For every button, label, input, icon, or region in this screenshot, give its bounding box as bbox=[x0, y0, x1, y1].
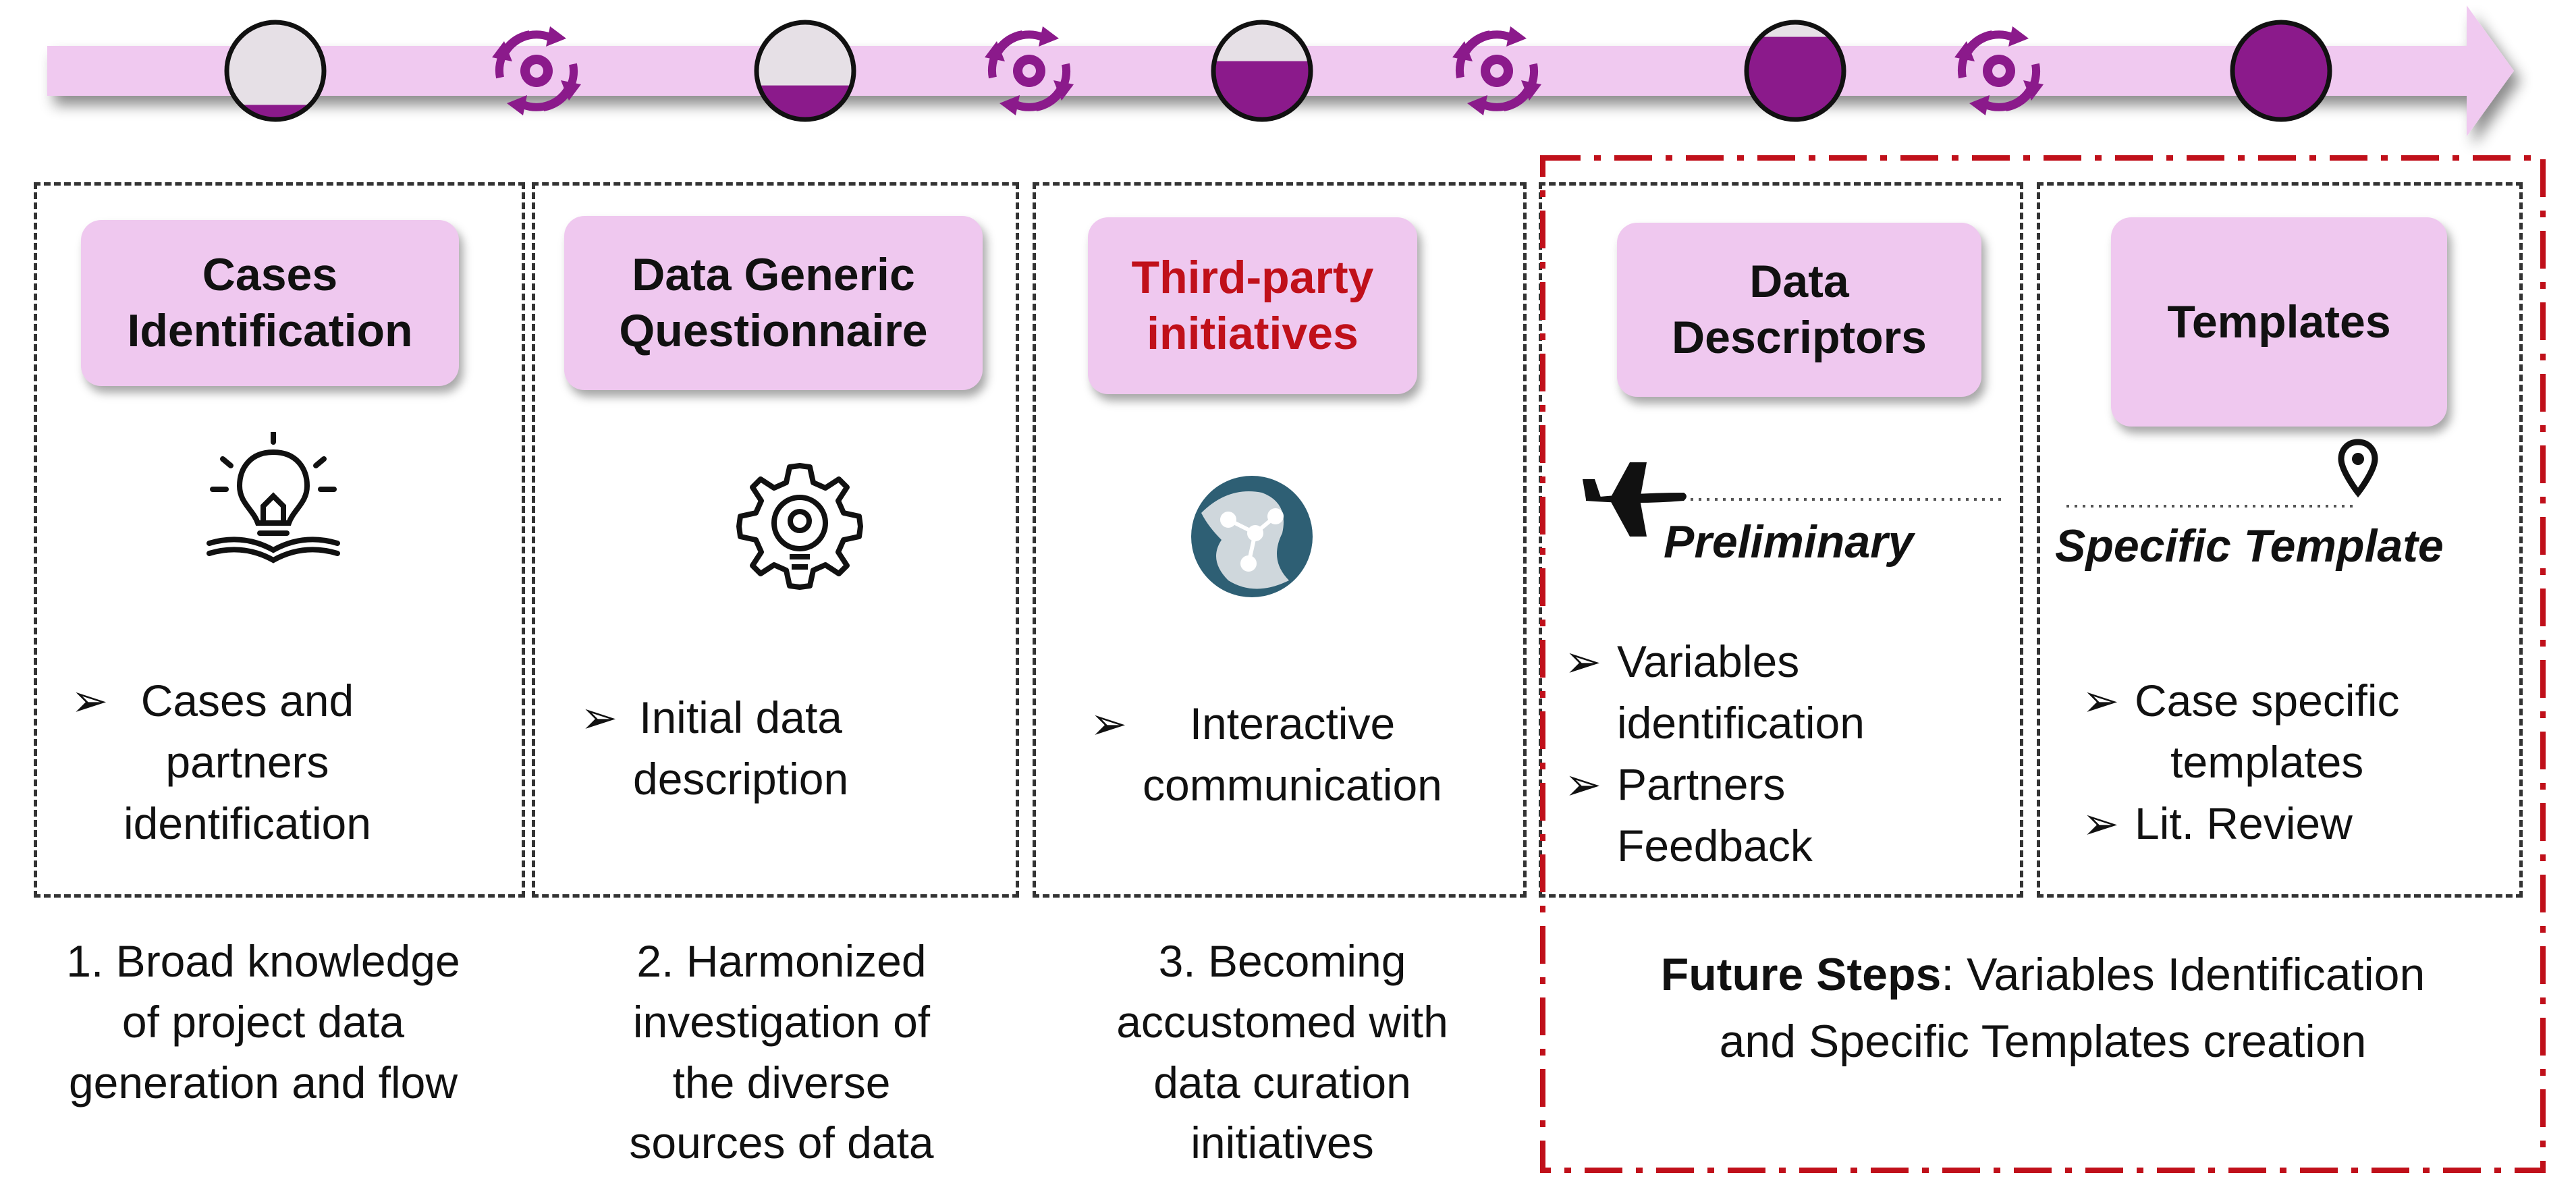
bullet-arrow-icon: ➢ bbox=[1564, 759, 1602, 810]
gear-lightbulb-icon bbox=[736, 463, 863, 590]
phase-3-bullets: ➢ Interactive communication bbox=[1090, 693, 1442, 816]
cycle-gear-icon bbox=[985, 26, 1074, 115]
bullet-arrow-icon: ➢ bbox=[1090, 699, 1128, 748]
phase-2-bullets: ➢ Initial data description bbox=[580, 687, 848, 810]
phase-box-2 bbox=[532, 182, 1019, 898]
lightbulb-book-icon bbox=[207, 432, 340, 564]
phase-box-5 bbox=[2037, 182, 2523, 898]
bullet-text: Cases and partners identification bbox=[124, 676, 371, 849]
dotted-path-1 bbox=[1691, 498, 2001, 501]
phase-title-data-generic-questionnaire: Data Generic Questionnaire bbox=[564, 216, 983, 390]
timeline-arrow bbox=[47, 5, 2514, 136]
dotted-path-2 bbox=[2066, 505, 2357, 508]
sublabel-preliminary: Preliminary bbox=[1664, 516, 1914, 568]
bullet-arrow-icon: ➢ bbox=[2082, 676, 2120, 726]
bullet-text: Lit. Review bbox=[2135, 798, 2353, 849]
bullet-item: ➢ Case specific templates bbox=[2082, 670, 2400, 793]
phase-box-4 bbox=[1539, 182, 2023, 898]
progress-fill bbox=[2232, 22, 2330, 119]
bullet-arrow-icon: ➢ bbox=[71, 676, 109, 726]
globe-network-icon bbox=[1191, 476, 1313, 597]
future-steps-line-2: and Specific Templates creation bbox=[1719, 1015, 2367, 1067]
cycle-gear-icon bbox=[492, 26, 581, 115]
progress-fill bbox=[1213, 61, 1311, 119]
bullet-item: ➢ Variables identification bbox=[1564, 631, 1865, 754]
progress-circle bbox=[224, 20, 327, 122]
bullet-item: ➢ Cases and partners identification bbox=[71, 670, 371, 854]
phase-title-third-party-initiatives: Third-party initiatives bbox=[1088, 217, 1417, 394]
bullet-item: ➢ Partners Feedback bbox=[1564, 754, 1865, 877]
phase-4-bullets: ➢ Variables identification ➢ Partners Feed… bbox=[1564, 631, 1865, 877]
progress-circle bbox=[1744, 20, 1846, 122]
phase-title-data-descriptors: Data Descriptors bbox=[1617, 223, 1981, 397]
phase-box-3 bbox=[1033, 182, 1527, 898]
bullet-item: ➢ Lit. Review bbox=[2082, 793, 2400, 854]
phase-5-bullets: ➢ Case specific templates ➢ Lit. Review bbox=[2082, 670, 2400, 854]
bullet-arrow-icon: ➢ bbox=[580, 692, 618, 742]
future-steps-line-1: Future Steps: Variables Identification bbox=[1540, 941, 2546, 1008]
bullet-item: ➢ Initial data description bbox=[580, 687, 848, 810]
future-steps-description: : Variables Identification bbox=[1941, 949, 2426, 1000]
future-steps-label: Future Steps bbox=[1660, 949, 1942, 1000]
future-steps-text: Future Steps: Variables Identification a… bbox=[1540, 941, 2546, 1074]
phase-title-templates: Templates bbox=[2111, 217, 2447, 427]
progress-circle bbox=[754, 20, 856, 122]
phase-1-bullets: ➢ Cases and partners identification bbox=[71, 670, 371, 854]
progress-circle bbox=[2230, 20, 2332, 122]
cycle-gear-icon bbox=[1954, 26, 2044, 115]
airplane-icon bbox=[1583, 462, 1687, 537]
bullet-arrow-icon: ➢ bbox=[2082, 798, 2120, 849]
bullet-text: Case specific templates bbox=[2135, 676, 2400, 788]
phase-box-1 bbox=[34, 182, 525, 898]
bullet-text: Partners Feedback bbox=[1617, 759, 1813, 871]
bullet-text: Initial data description bbox=[633, 692, 849, 804]
map-pin-icon bbox=[2338, 439, 2378, 498]
bullet-item: ➢ Interactive communication bbox=[1090, 693, 1442, 816]
bullet-text: Interactive communication bbox=[1143, 699, 1442, 811]
bullet-arrow-icon: ➢ bbox=[1564, 636, 1602, 686]
progress-circle bbox=[1211, 20, 1313, 122]
caption-phase-3: 3. Becoming accustomed with data curatio… bbox=[1116, 936, 1448, 1168]
sublabel-specific-template: Specific Template bbox=[2055, 520, 2444, 572]
bullet-text: Variables identification bbox=[1617, 636, 1865, 748]
cycle-gear-icon bbox=[1452, 26, 1541, 115]
future-steps-box bbox=[1540, 155, 2546, 1173]
caption-phase-2: 2. Harmonized investigation of the diver… bbox=[629, 936, 934, 1168]
phase-title-cases-identification: Cases Identification bbox=[81, 220, 459, 386]
caption-phase-1: 1. Broad knowledge of project data gener… bbox=[66, 936, 460, 1107]
